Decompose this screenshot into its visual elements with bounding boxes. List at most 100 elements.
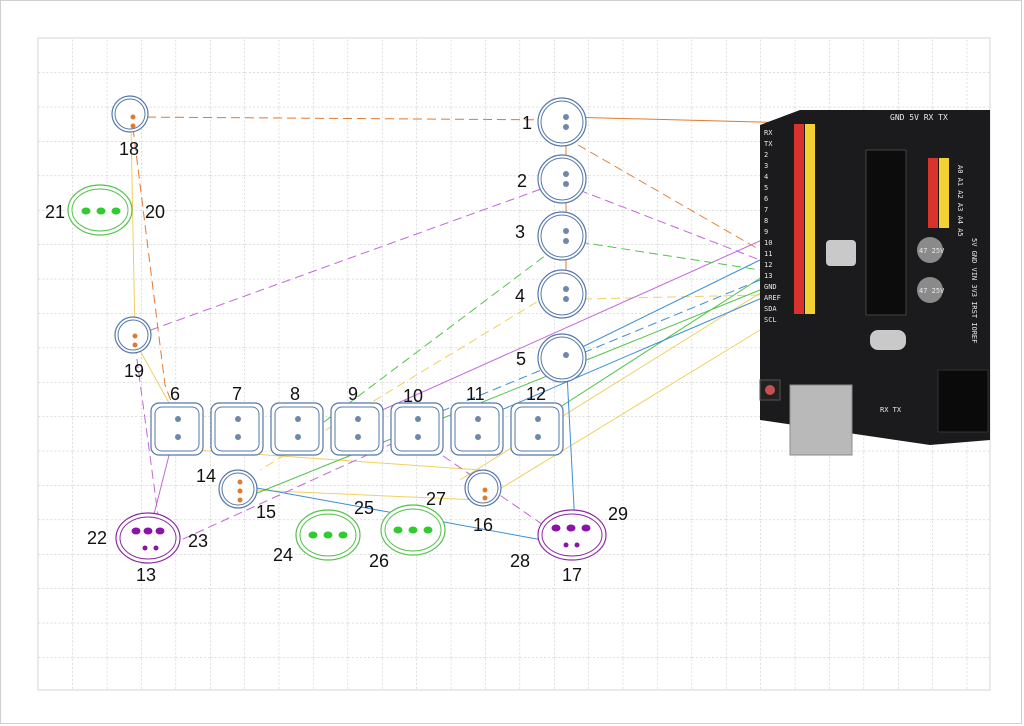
circle-node-19 [114, 316, 152, 354]
label-15: 15 [256, 502, 276, 522]
circle-node-5 [537, 333, 587, 383]
label-29: 29 [608, 504, 628, 524]
board-pin-label: TX [764, 140, 773, 148]
label-12: 12 [526, 384, 546, 404]
label-5: 5 [516, 349, 526, 369]
wire-green-board-15 [239, 289, 761, 501]
reset-button-cap [765, 385, 775, 395]
analog-header-yellow [939, 158, 949, 228]
board-header-top: GND 5V RX TX [890, 113, 948, 122]
label-4: 4 [515, 286, 525, 306]
board-power-label: 5V GND VIN 3V3 IRST IOREF [970, 238, 978, 343]
board-analog-label: A0 A1 A2 A3 A4 A5 [956, 165, 964, 237]
label-14: 14 [196, 466, 216, 486]
label-10: 10 [403, 386, 423, 406]
square-node-8 [270, 402, 324, 456]
arduino-board: 47 25V 47 25V GND 5V RX TX A0 A1 A2 A3 A… [759, 110, 990, 456]
board-pin-label: AREF [764, 294, 781, 302]
purple-led-13 [115, 512, 181, 564]
label-1: 1 [522, 113, 532, 133]
dc-jack [937, 369, 989, 433]
board-pin-label: RX [764, 129, 773, 137]
label-21: 21 [45, 202, 65, 222]
wire-orange-18-1 [132, 116, 567, 121]
circle-node-1 [537, 97, 587, 147]
label-17: 17 [562, 565, 582, 585]
wire-blue-board-5 [565, 259, 761, 356]
green-led-20-21 [67, 184, 133, 236]
board-pin-label: GND [764, 283, 777, 291]
board-pin-label: 2 [764, 151, 768, 159]
label-19: 19 [124, 361, 144, 381]
board-pin-label: 13 [764, 272, 772, 280]
purple-led-17 [537, 509, 607, 561]
wire-purple-2-board [565, 184, 761, 261]
circle-node-4 [537, 269, 587, 319]
board-pin-label: 6 [764, 195, 768, 203]
label-24: 24 [273, 545, 293, 565]
label-7: 7 [232, 384, 242, 404]
usb-connector [789, 384, 853, 456]
label-25: 25 [354, 498, 374, 518]
cap2-label: 47 25V [919, 287, 945, 295]
label-6: 6 [170, 384, 180, 404]
square-node-12 [510, 402, 564, 456]
crystal-2 [870, 330, 906, 350]
wire-purple-19-board [136, 179, 567, 336]
label-3: 3 [515, 222, 525, 242]
green-led-25-26 [380, 504, 446, 556]
label-22: 22 [87, 528, 107, 548]
board-pin-label: 5 [764, 184, 768, 192]
board-pin-label: 10 [764, 239, 772, 247]
label-18: 18 [119, 139, 139, 159]
board-pin-label: 4 [764, 173, 768, 181]
label-27: 27 [426, 489, 446, 509]
wire-purple-19-13 [134, 344, 161, 531]
label-9: 9 [348, 384, 358, 404]
label-28: 28 [510, 551, 530, 571]
wire-purple-23 [169, 439, 401, 546]
square-node-7 [210, 402, 264, 456]
digital-header-red [794, 124, 804, 314]
wire-blue-board-10 [419, 279, 761, 421]
square-node-6 [150, 402, 204, 456]
circle-node-15 [218, 469, 258, 509]
board-pin-label: 3 [764, 162, 768, 170]
board-bottom-marks: RX TX [880, 406, 902, 414]
board-pin-label: 11 [764, 250, 772, 258]
board-pin-label: 8 [764, 217, 768, 225]
label-11: 11 [466, 384, 485, 404]
label-8: 8 [290, 384, 300, 404]
label-23: 23 [188, 531, 208, 551]
capacitor-2 [917, 277, 943, 303]
board-pin-label: 12 [764, 261, 772, 269]
node-labels: 1 2 3 4 5 6 7 8 9 10 11 12 13 14 15 16 1… [45, 113, 628, 585]
label-2: 2 [517, 171, 527, 191]
square-node-11 [450, 402, 504, 456]
board-pin-label: SDA [764, 305, 777, 313]
circle-node-2 [537, 154, 587, 204]
cap1-label: 47 25V [919, 247, 945, 255]
atmega-chip [865, 149, 907, 316]
square-node-9 [330, 402, 384, 456]
label-20: 20 [145, 202, 165, 222]
circle-node-3 [537, 211, 587, 261]
board-pin-label: SCL [764, 316, 777, 324]
board-pin-label: 7 [764, 206, 768, 214]
green-led-24 [295, 509, 361, 561]
board-pin-label: 9 [764, 228, 768, 236]
label-26: 26 [369, 551, 389, 571]
label-13: 13 [136, 565, 156, 585]
analog-header-red [928, 158, 938, 228]
wire-yellow-board-3 [489, 329, 761, 496]
circle-node-18 [111, 95, 149, 133]
capacitor-1 [917, 237, 943, 263]
square-node-10 [390, 402, 444, 456]
label-16: 16 [473, 515, 493, 535]
wire-orange-1-board-dash [565, 137, 761, 251]
wire-yellow-18-19 [130, 127, 136, 336]
digital-header-yellow [805, 124, 815, 314]
